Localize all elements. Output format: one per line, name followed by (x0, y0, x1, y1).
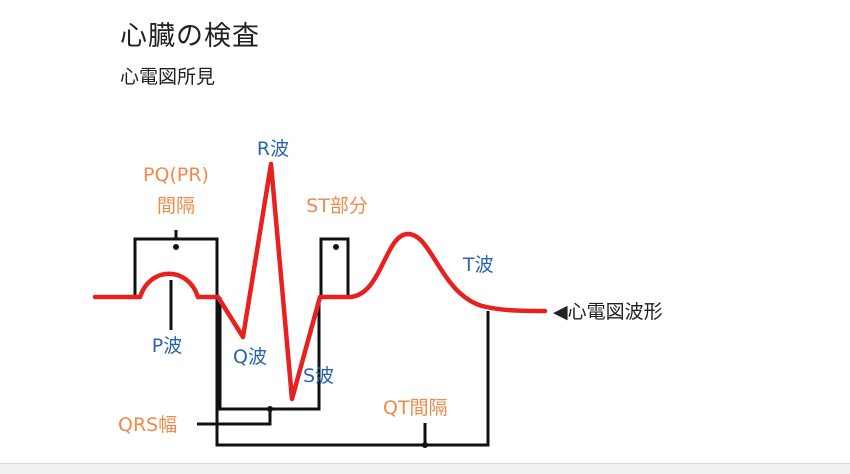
interval-brackets (133, 230, 490, 447)
q-wave-label: Q波 (233, 346, 267, 368)
ecg-waveform-line (92, 161, 548, 402)
p-wave-label: P波 (152, 335, 182, 357)
page-subtitle: 心電図所見 (120, 66, 216, 88)
st-segment-label: ST部分 (306, 195, 368, 217)
pq-marker-dot (173, 244, 179, 250)
qt-marker-dot (422, 442, 428, 448)
qt-interval-label: QT間隔 (383, 397, 448, 419)
st-segment-bracket (319, 237, 350, 297)
pq-interval-label-line2: 間隔 (157, 195, 195, 217)
s-wave-label: S波 (303, 365, 334, 387)
qrs-width-label: QRS幅 (118, 414, 177, 436)
st-marker-dot (333, 244, 339, 250)
pq-interval-label-line1: PQ(PR) (143, 164, 209, 186)
qrs-leader-line (197, 409, 272, 426)
bottom-strip (0, 463, 850, 474)
ecg-waveform-label: ◀心電図波形 (553, 301, 663, 323)
qt-interval-bracket (215, 297, 490, 447)
bracket-markers (173, 244, 428, 448)
t-wave-label: T波 (462, 254, 494, 276)
qrs-marker-dot (267, 406, 273, 412)
page-title: 心臓の検査 (120, 21, 260, 52)
r-wave-label: R波 (257, 138, 289, 160)
